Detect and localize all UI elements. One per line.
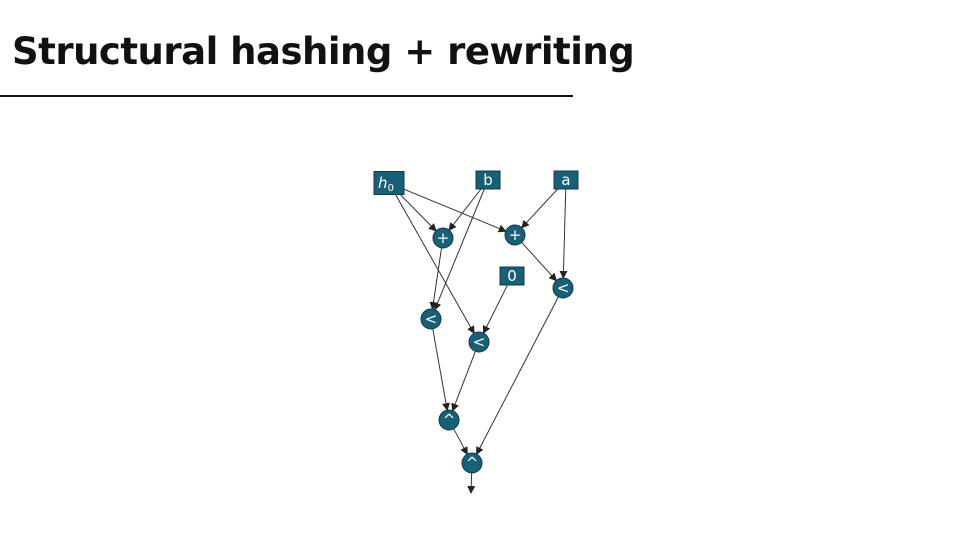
- node-plus1: +: [432, 227, 454, 249]
- title-underline: [0, 95, 573, 97]
- node-zero: 0: [499, 266, 525, 286]
- edge-plus2-lt3: [521, 242, 557, 282]
- node-h0: h0: [373, 171, 405, 195]
- node-lt2: <: [468, 331, 490, 353]
- node-label: ^: [443, 411, 456, 429]
- node-b: b: [475, 170, 501, 190]
- slide-title: Structural hashing + rewriting: [12, 30, 635, 73]
- node-label: b: [483, 171, 493, 189]
- node-label: <: [557, 279, 570, 297]
- node-lt3: <: [552, 277, 574, 299]
- node-label: <: [473, 333, 486, 351]
- edge-plus1-lt1: [429, 247, 443, 311]
- edge-lt1-and1: [432, 328, 450, 412]
- edge-h0-lt2: [395, 194, 475, 335]
- node-label: +: [509, 226, 522, 244]
- node-label: a: [561, 171, 570, 189]
- node-label: 0: [507, 267, 517, 285]
- node-label: +: [437, 229, 450, 247]
- node-and1: ^: [438, 409, 460, 431]
- edge-a-plus2: [521, 188, 559, 229]
- edge-lt2-and1: [451, 351, 476, 412]
- node-a: a: [553, 170, 579, 190]
- edge-and2-out: [467, 472, 476, 494]
- node-label: ^: [466, 454, 479, 472]
- edge-and1-and2: [453, 428, 468, 456]
- edge-a-lt3: [559, 188, 568, 280]
- edge-h0-plus2: [403, 188, 507, 233]
- edge-b-lt1: [433, 188, 485, 311]
- node-lt1: <: [420, 308, 442, 330]
- edge-lt3-and2: [476, 296, 559, 456]
- edge-zero-lt2: [483, 284, 508, 334]
- node-plus2: +: [504, 224, 526, 246]
- edge-b-plus1: [448, 188, 482, 231]
- node-label: <: [425, 310, 438, 328]
- edge-h0-plus1: [399, 194, 437, 232]
- node-and2: ^: [461, 452, 483, 474]
